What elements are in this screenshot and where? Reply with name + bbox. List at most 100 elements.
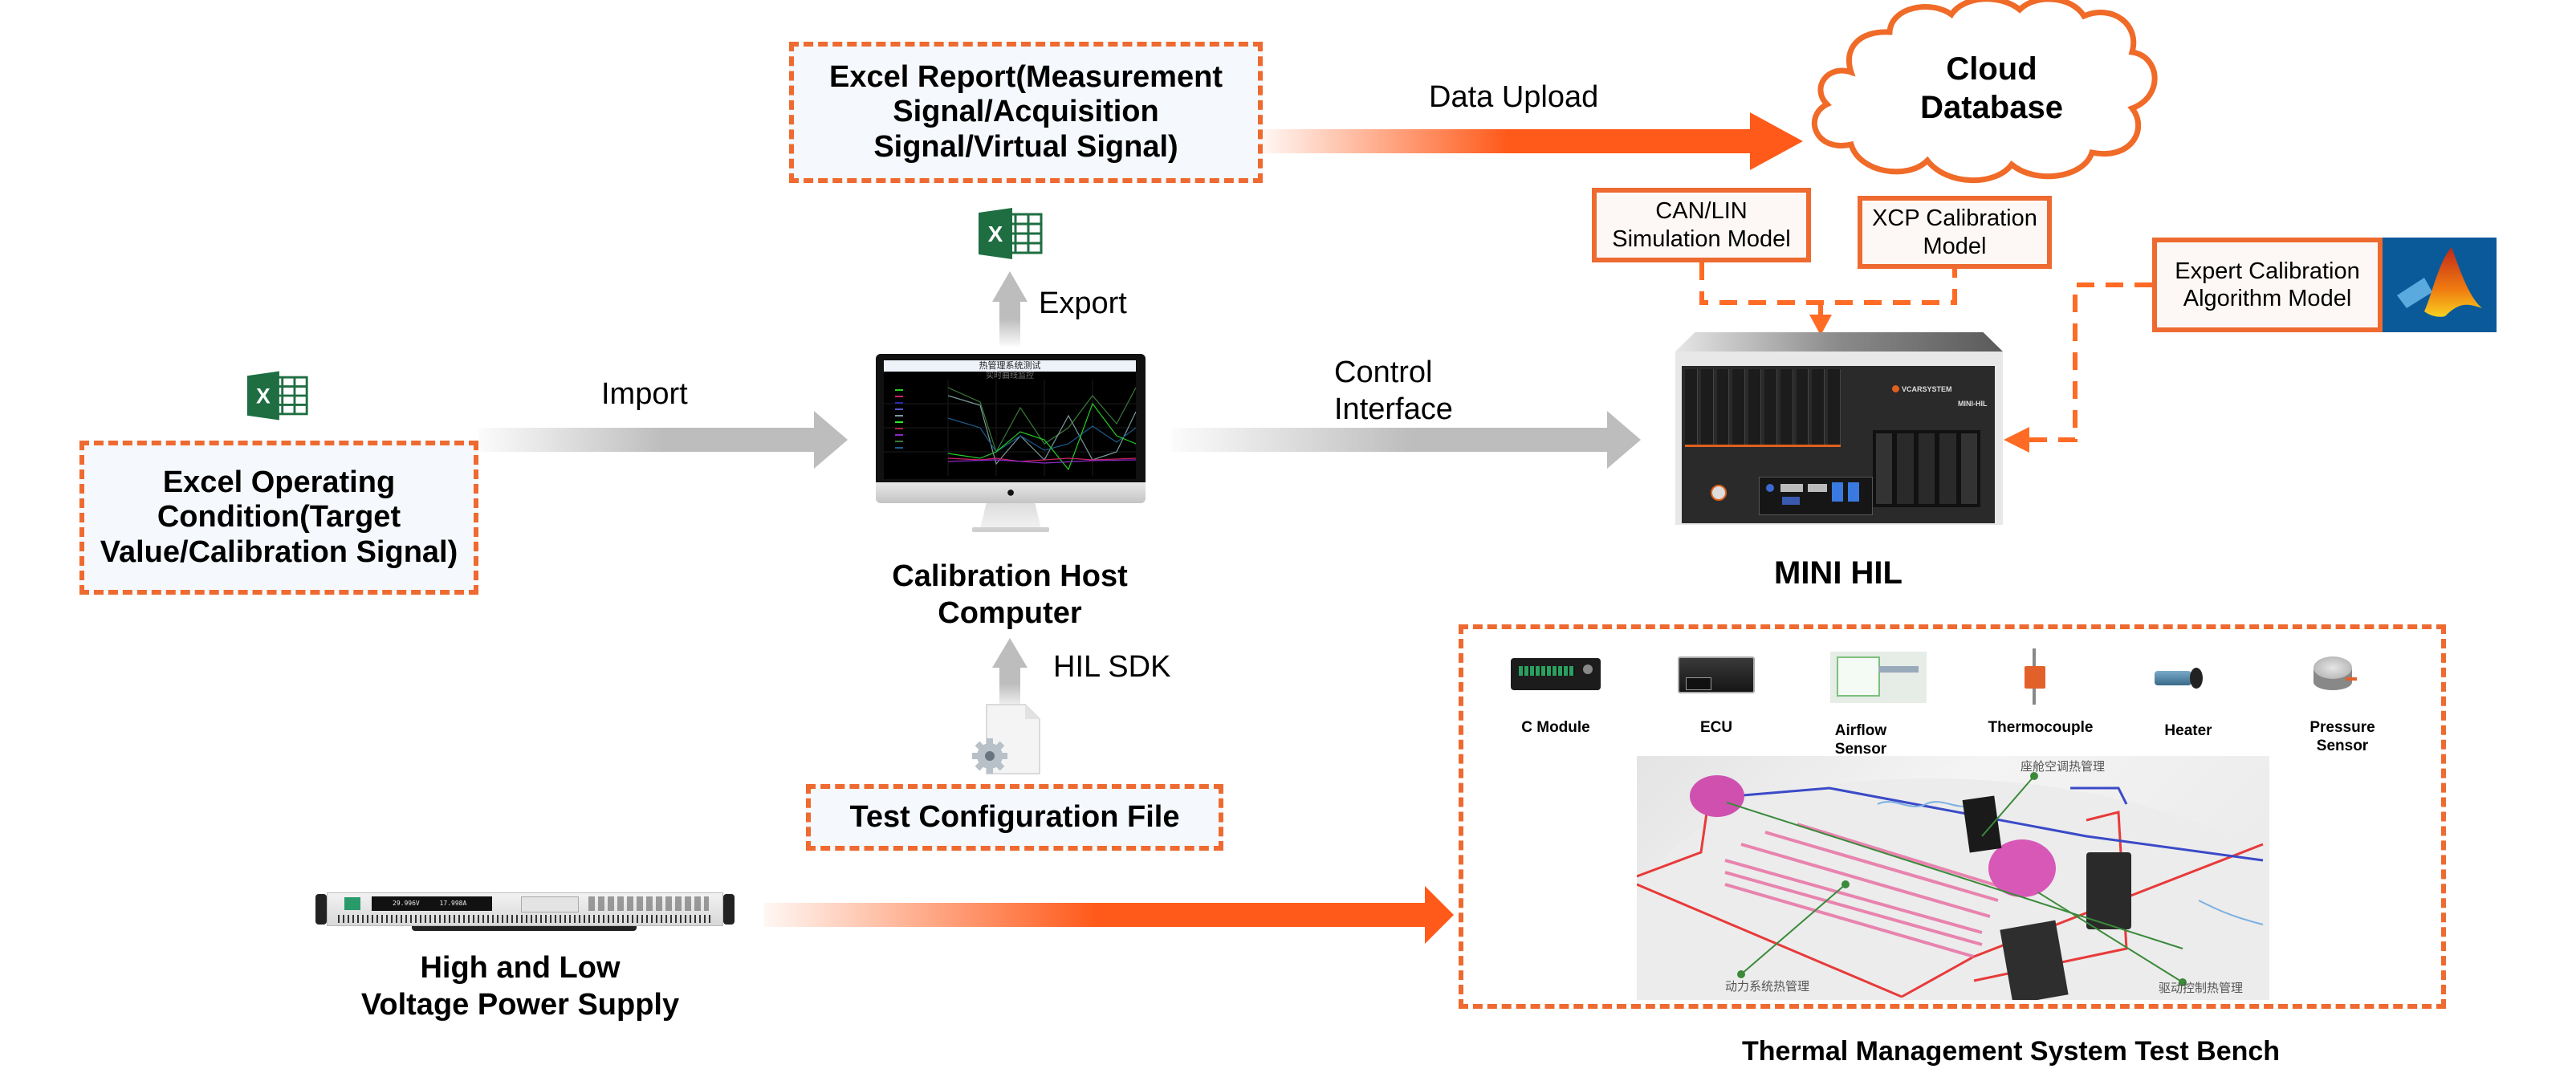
export-label: Export: [1039, 287, 1127, 320]
control-interface-arrow: [1171, 411, 1641, 469]
excel-report-line: Signal/Virtual Signal): [873, 129, 1178, 164]
expert-line: Expert Calibration: [2175, 258, 2360, 284]
config-file-gear-icon: [969, 703, 1049, 775]
excel-icon: X: [246, 371, 310, 421]
data-upload-arrow: [1263, 112, 1803, 170]
cabin-thermal-label: 座舱空调热管理: [2021, 759, 2106, 774]
hil-sdk-arrow: [992, 638, 1028, 710]
excel-operating-line: Condition(Target: [157, 500, 401, 534]
power-supply-label: High and Low Voltage Power Supply: [319, 950, 721, 1023]
can-lin-simulation-model-box: CAN/LIN Simulation Model: [1592, 188, 1811, 262]
data-upload-label: Data Upload: [1429, 80, 1599, 114]
xcp-line: Model: [1923, 233, 1987, 259]
screen-title: 热管理系统测试: [884, 360, 1136, 372]
power-supply-handle-left: [315, 894, 327, 925]
cloud-label-line: Cloud: [1946, 51, 2037, 87]
bench-component-label: Pressure Sensor: [2294, 719, 2391, 756]
xcp-calibration-model-box: XCP Calibration Model: [1858, 196, 2052, 269]
component-label-line: Sensor: [2316, 737, 2369, 754]
expansion-slots: [1873, 430, 1980, 507]
calibration-host-computer-label: Calibration Host Computer: [849, 559, 1170, 632]
mini-hil-device: VCARSYSTEM MINI-HIL: [1675, 332, 2003, 525]
power-supply-display: 29.996V 17.998A: [372, 896, 492, 911]
model-to-hil-arrowhead: [1809, 315, 1832, 335]
cloud-icon: [1811, 0, 2158, 184]
powertrain-thermal-label: 动力系统热管理: [1725, 979, 1810, 994]
component-label-line: Thermocouple: [1988, 719, 2094, 736]
power-supply-feet: [412, 926, 637, 931]
expert-to-hil-arrowhead: [2004, 427, 2029, 453]
test-configuration-file-box: Test Configuration File: [806, 784, 1223, 851]
c-module-icon: [1511, 658, 1601, 690]
drive-control-thermal-label: 驱动控制热管理: [2159, 981, 2244, 995]
component-label-line: Airflow: [1834, 722, 1887, 739]
voltage-readout: 29.996V: [393, 900, 420, 907]
ecu-icon: [1678, 656, 1755, 693]
power-switch: [344, 897, 360, 910]
bench-component-label: Heater: [2140, 722, 2236, 741]
component-label-line: C Module: [1521, 719, 1590, 736]
component-label-line: Sensor: [1834, 740, 1887, 758]
cloud-label-line: Database: [1920, 90, 2063, 125]
excel-operating-line: Excel Operating: [162, 465, 396, 500]
excel-icon: X: [977, 208, 1044, 259]
svg-text:X: X: [256, 384, 271, 408]
xcp-line: XCP Calibration: [1872, 205, 2037, 232]
power-supply-keypad: [588, 896, 709, 911]
power-supply-label-line: High and Low: [420, 951, 621, 985]
io-card-accent: [1685, 445, 1841, 447]
matlab-logo-icon: [2383, 238, 2497, 332]
control-interface-line: Interface: [1334, 392, 1453, 426]
io-ports-panel: [1759, 477, 1873, 515]
screen-subtitle: 实时曲线监控: [986, 372, 1034, 380]
excel-report-line: Excel Report(Measurement: [829, 60, 1223, 95]
screen-legend: [895, 389, 903, 449]
power-supply-device: 29.996V 17.998A: [315, 892, 736, 936]
export-arrow: [992, 271, 1028, 347]
import-label: Import: [601, 377, 688, 411]
expert-calibration-algorithm-model-box: Expert Calibration Algorithm Model: [2152, 238, 2383, 332]
power-supply-handle-right: [723, 894, 735, 925]
power-supply-knobs: [521, 896, 579, 912]
expert-line: Algorithm Model: [2183, 286, 2352, 311]
test-bench-caption: Thermal Management System Test Bench: [1741, 1036, 2281, 1067]
bench-component-label: ECU: [1668, 719, 1764, 738]
power-supply-arrow: [764, 886, 1454, 944]
apple-logo-icon: ●: [1006, 484, 1015, 500]
import-arrow: [478, 411, 848, 469]
current-readout: 17.998A: [439, 900, 467, 907]
device-top: [1675, 332, 2003, 352]
excel-report-line: Signal/Acquisition: [893, 95, 1159, 129]
device-brand-label: VCARSYSTEM: [1902, 385, 1952, 393]
monitor-base: [972, 527, 1049, 532]
expert-to-hil-connector: [2027, 282, 2152, 442]
bench-component-label: C Module: [1508, 719, 1604, 738]
model-to-hil-connector: [1699, 262, 1957, 317]
thermocouple-icon: [2023, 648, 2047, 705]
bench-component-label: Thermocouple: [1976, 719, 2105, 738]
pressure-sensor-icon: [2314, 656, 2357, 693]
excel-operating-condition-box: Excel Operating Condition(Target Value/C…: [79, 441, 478, 595]
power-supply-vents: [338, 915, 714, 923]
power-supply-label-line: Voltage Power Supply: [360, 987, 680, 1022]
host-label-line: Calibration Host: [892, 559, 1128, 593]
cloud-database-label: Cloud Database: [1875, 50, 2108, 127]
monitor-screen: 热管理系统测试 实时曲线监控: [884, 360, 1136, 479]
component-label-line: ECU: [1699, 719, 1733, 736]
power-button: [1711, 485, 1727, 501]
component-label-line: Heater: [2164, 722, 2212, 739]
excel-operating-line: Value/Calibration Signal): [100, 534, 458, 569]
host-label-line: Computer: [938, 595, 1082, 630]
control-interface-label: Control Interface: [1334, 355, 1453, 428]
can-lin-line: CAN/LIN: [1655, 198, 1748, 225]
mini-hil-label: MINI HIL: [1774, 555, 1902, 591]
airflow-sensor-icon: [1830, 652, 1927, 703]
vehicle-thermal-diagram: 座舱空调热管理 动力系统热管理 驱动控制热管理: [1637, 756, 2269, 1000]
screen-curves: [884, 380, 1136, 476]
excel-report-box: Excel Report(Measurement Signal/Acquisit…: [789, 42, 1263, 183]
device-model-label: MINI-HIL: [1958, 400, 1988, 408]
monitor-chin: [876, 482, 1146, 503]
control-interface-line: Control: [1334, 356, 1433, 389]
hil-sdk-label: HIL SDK: [1053, 650, 1171, 684]
